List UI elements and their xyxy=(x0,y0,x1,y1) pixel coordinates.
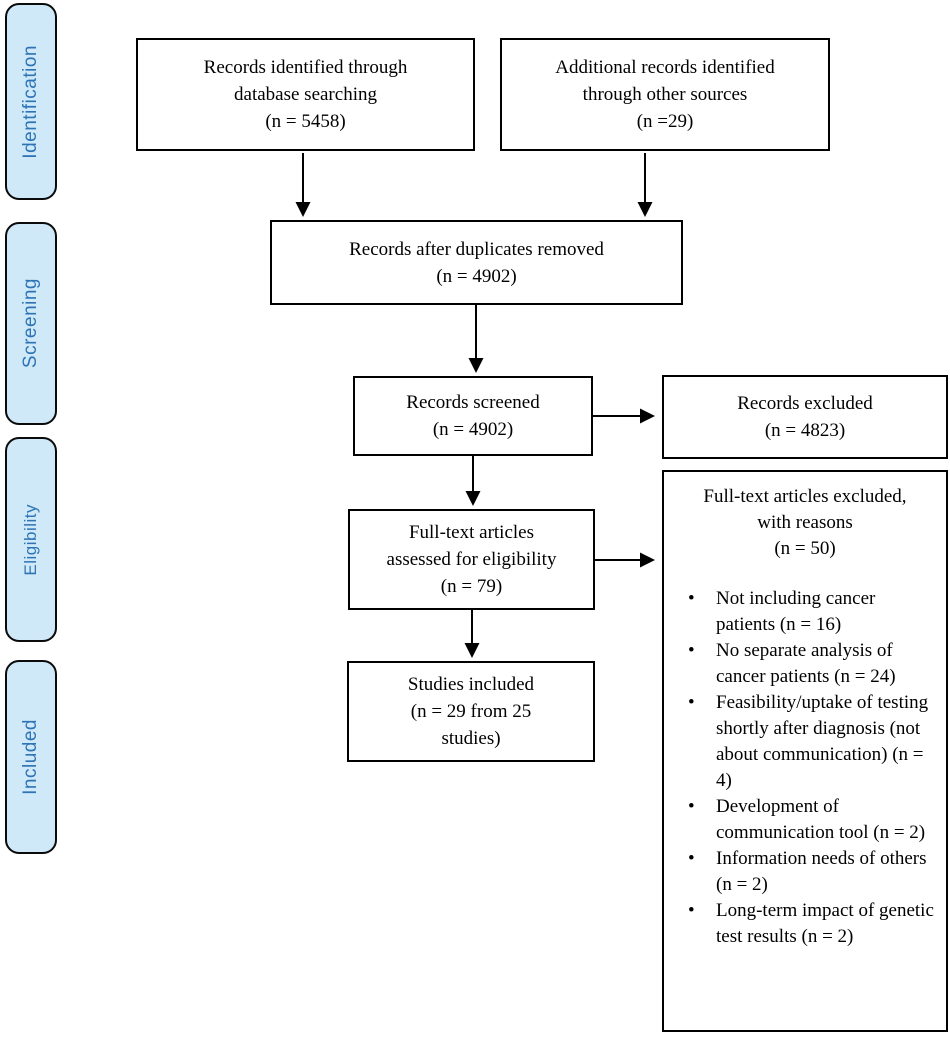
bullet-icon: • xyxy=(688,900,695,921)
box-additional-records: Additional records identified through ot… xyxy=(500,38,830,151)
box-records-screened: Records screened (n = 4902) xyxy=(353,376,593,456)
exclusion-reason-item: • Long-term impact of genetic test resul… xyxy=(676,898,934,950)
exclusion-reason-text: Information needs of others (n = 2) xyxy=(716,848,927,895)
stage-identification-label: Identification xyxy=(20,44,41,159)
box-studies-included-text: Studies included (n = 29 from 25 studies… xyxy=(407,674,535,749)
stage-included: Included xyxy=(5,660,57,854)
box-fulltext-assessed-text: Full-text articles assessed for eligibil… xyxy=(386,522,557,597)
stage-identification: Identification xyxy=(5,3,57,200)
box-fulltext-assessed: Full-text articles assessed for eligibil… xyxy=(348,509,595,610)
exclusion-reason-text: Development of communication tool (n = 2… xyxy=(716,796,926,843)
box-studies-included: Studies included (n = 29 from 25 studies… xyxy=(347,661,595,762)
exclusion-reason-item: • Development of communication tool (n =… xyxy=(676,794,934,846)
box-after-duplicates-text: Records after duplicates removed (n = 49… xyxy=(349,238,604,287)
box-records-excluded-text: Records excluded (n = 4823) xyxy=(737,393,873,441)
exclusion-reason-text: No separate analysis of cancer patients … xyxy=(716,640,896,687)
box-records-identified: Records identified through database sear… xyxy=(136,38,475,151)
bullet-icon: • xyxy=(688,640,695,661)
exclusion-reason-text: Not including cancer patients (n = 16) xyxy=(716,588,876,635)
stage-included-label: Included xyxy=(20,719,41,795)
box-fulltext-excluded-header: Full-text articles excluded, with reason… xyxy=(703,486,907,559)
box-after-duplicates: Records after duplicates removed (n = 49… xyxy=(270,220,683,305)
exclusion-reason-text: Feasibility/uptake of testing shortly af… xyxy=(716,692,929,791)
exclusion-reason-item: • Feasibility/uptake of testing shortly … xyxy=(676,690,934,794)
exclusion-reason-text: Long-term impact of genetic test results… xyxy=(716,900,934,947)
stage-eligibility-label: Eligibility xyxy=(21,503,40,576)
stage-eligibility: Eligibility xyxy=(5,437,57,642)
box-records-excluded: Records excluded (n = 4823) xyxy=(662,375,948,459)
box-records-identified-text: Records identified through database sear… xyxy=(203,57,408,132)
exclusion-reason-list: • Not including cancer patients (n = 16)… xyxy=(676,586,934,950)
stage-screening-label: Screening xyxy=(20,278,41,369)
exclusion-reason-item: • Information needs of others (n = 2) xyxy=(676,846,934,898)
stage-screening: Screening xyxy=(5,222,57,425)
exclusion-reason-item: • No separate analysis of cancer patient… xyxy=(676,638,934,690)
exclusion-reason-item: • Not including cancer patients (n = 16) xyxy=(676,586,934,638)
bullet-icon: • xyxy=(688,796,695,817)
bullet-icon: • xyxy=(688,588,695,609)
box-additional-records-text: Additional records identified through ot… xyxy=(555,57,775,132)
bullet-icon: • xyxy=(688,692,695,713)
box-fulltext-excluded: Full-text articles excluded, with reason… xyxy=(662,470,948,1032)
bullet-icon: • xyxy=(688,848,695,869)
box-records-screened-text: Records screened (n = 4902) xyxy=(406,392,540,440)
